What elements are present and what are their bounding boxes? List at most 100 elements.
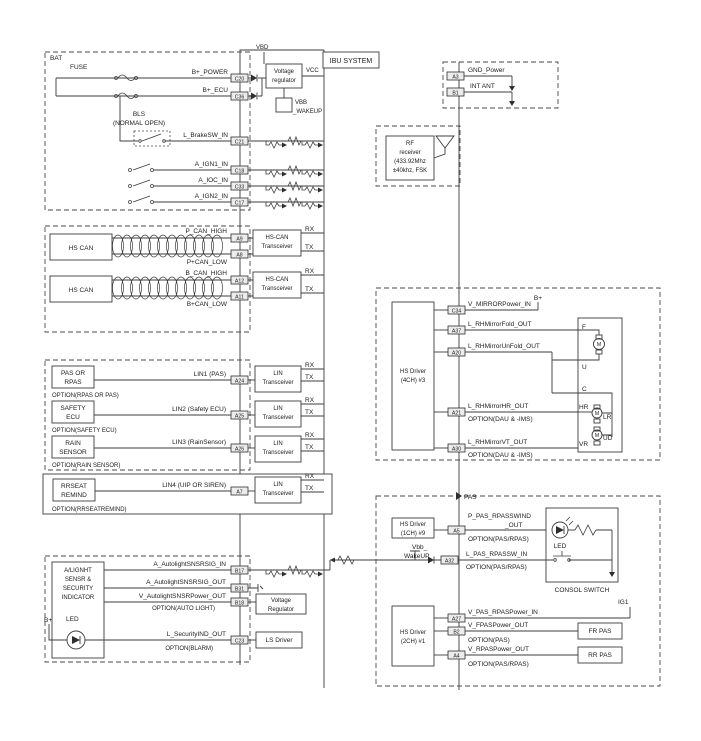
svg-text:A21: A21 [452,411,461,417]
pin-tag-a5: A5 [447,525,466,535]
lin-transceiver-box [254,365,302,393]
driver-label2: (4CH) #3 [401,378,426,384]
signal-label: L_SecurityIND_OUT [167,631,226,638]
signal-label: LIN4 (UIP OR SIREN) [162,482,226,489]
svg-text:A30: A30 [452,447,461,453]
pin-tag-c21: C21 [230,136,249,146]
signal-label: L_RHMirrorUnFold_OUT [468,343,540,350]
fuse-icon [114,74,138,81]
option-label: OPTION(SAFETY ECU) [52,428,117,434]
lin-transceiver-box [254,435,302,463]
transceiver-label2: Transceiver [262,380,293,386]
wakeup-label: WakeUP [404,553,429,560]
rf-label4: ±40khz, FSK [393,168,427,174]
svg-text:A4: A4 [453,654,459,660]
pin-tag-b17: B17 [230,565,249,575]
transceiver-label: HS-CAN [265,235,288,241]
svg-text:B17: B17 [235,569,244,575]
node-label: RRSEAT [61,483,87,490]
node-label2: ECU [66,414,80,421]
hs-can-node-box [49,233,113,261]
bat-group: BAT FUSE B+_POWER C20 B+_ECU C36 BLS (NO… [44,51,251,211]
antenna-icon [433,135,455,159]
signal-label: B+CAN_LOW [187,301,228,308]
signal-label2: _OUT [504,522,522,529]
transceiver-label: LIN [273,441,282,447]
svg-text:A32: A32 [445,559,454,565]
autolight-group: A/LIGNHT SENSR & SECURITY INDICATOR A_Au… [44,555,331,663]
transceiver-label: LIN [273,406,282,412]
svg-text:A24: A24 [235,379,244,385]
transceiver-label: LIN [273,482,282,488]
svg-text:C21: C21 [235,140,245,146]
pin-tag-c23: C23 [230,635,249,645]
ibu-title-box [322,51,380,69]
rx-label: RX [305,432,315,439]
signal-label: L_BrakeSW_IN [183,132,228,139]
svg-text:B18: B18 [235,601,244,607]
svg-text:A9: A9 [236,237,242,243]
vbd-label: VBD [256,45,269,51]
transceiver-label2: Transceiver [262,450,293,456]
option-label: OPTION(RPAS OR PAS) [52,393,119,399]
vbb-wakeup-box [275,97,293,113]
svg-text:A20: A20 [452,351,461,357]
signal-label: P_CAN_HIGH [185,228,227,235]
svg-text:A7: A7 [236,490,242,496]
driver-label2: (2CH) #1 [401,639,426,645]
svg-text:A5: A5 [453,529,459,535]
svg-text:A27: A27 [452,617,461,623]
fuse-label: FUSE [70,64,88,71]
wakeup-gate-icon [410,550,420,560]
lin-transceiver-box [254,400,302,428]
pas-group: PAS HS Driver (1CH) #9 A5 P_PAS_RPASSWIN… [330,492,661,687]
rx-label: RX [305,226,315,233]
ig1-label: IG1 [618,599,629,606]
resistor-icon [574,524,597,536]
voltage-regulator-label: Voltage [274,69,295,75]
bat-label: BAT [50,55,62,62]
ign-switch-icon [128,163,154,172]
rx-label: RX [305,268,315,275]
rf-group: RF receiver (433.92Mhz ±40khz, FSK [375,125,461,187]
svg-text:C36: C36 [235,95,245,101]
option-label: OPTION(AUTO LIGHT) [152,606,215,612]
node-label: A/LIGNHT [64,568,92,574]
bplus-label: B+ [534,295,542,302]
ibu-title: IBU SYSTEM [330,58,373,65]
hs-driver-1ch-box [391,517,435,539]
signal-label: P_PAS_RPASSWIND [468,513,531,520]
signal-label: A_AutolightSNSRSIG_IN [153,561,226,568]
svg-text:A11: A11 [235,295,244,301]
signal-label: LIN2 (Safety ECU) [172,406,226,413]
pas-bus-label: PAS [464,494,477,501]
transceiver-label2: Transceiver [261,286,292,292]
mirror-motor-icon: M [578,404,603,424]
terminal-lr: LR [603,414,612,421]
ign-switch-icon [128,195,154,204]
rf-label3: (433.92Mhz [394,159,426,165]
transceiver-label2: Transceiver [261,244,292,250]
option-label: OPTION(BLARM) [165,646,213,652]
pin-tag-c17: C17 [230,197,249,207]
signal-label: L_PAS_RPASSW_IN [466,551,527,558]
svg-text:C17: C17 [235,201,245,207]
hs-can-group: HS CAN P_CAN_HIGH A9 P+CAN_LOW A8 HS-CAN… [44,225,324,333]
signal-label: L_RHMirrorVT_OUT [468,439,527,446]
pin-tag-a30: A30 [447,443,466,453]
twisted-pair-icon [112,276,223,300]
pin-tag-a9: A9 [230,233,249,243]
node-label3: SECURITY [63,586,93,592]
vcc-label: VCC [306,68,319,74]
input-pull-networks [248,136,324,210]
tx-label: TX [305,409,314,416]
rr-pas-label: RR PAS [588,652,612,659]
rx-label: RX [305,362,315,369]
fr-pas-label: FR PAS [589,628,613,635]
voltage-regulator-label: Voltage [271,598,292,604]
signal-label: A_AutolightSNSRSIG_OUT [146,579,226,586]
pin-tag-b31: B31 [230,583,249,593]
svg-text:C34: C34 [452,309,462,315]
mirror-motor-icon: M [578,329,605,361]
node-label: SAFETY [60,405,86,412]
